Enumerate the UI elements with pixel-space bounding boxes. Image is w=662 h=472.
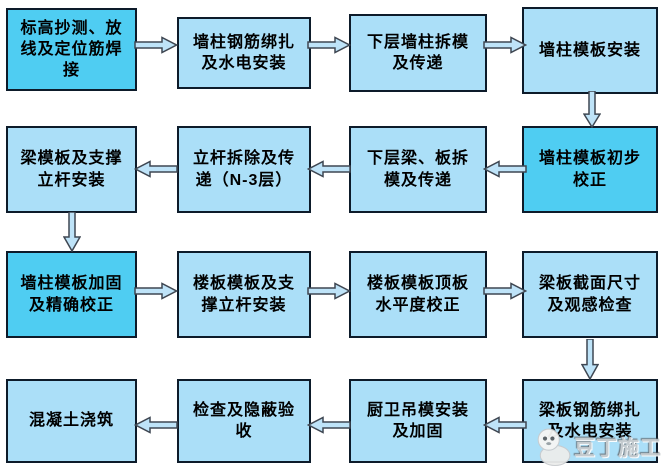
node-elevation-survey-layout: 标高抄测、放 线及定位筋焊 接 (6, 8, 137, 91)
node-prop-removal-transfer: 立杆拆除及传 递（N-3层） (177, 126, 311, 213)
node-slab-formwork-prop-install: 楼板模板及支 撑立杆安装 (177, 251, 311, 338)
arrow-right-icon (483, 282, 527, 300)
arrow-right-icon (134, 36, 178, 54)
node-kitchen-bath-hanging-formwork: 厨卫吊模安装 及加固 (349, 379, 487, 463)
arrow-right-icon (307, 282, 351, 300)
node-beam-slab-dimension-inspection: 梁板截面尺寸 及观感检查 (522, 251, 658, 338)
watermark-text: 豆丁施工 (574, 437, 662, 460)
node-wall-column-rebar-mep: 墙柱钢筋绑扎 及水电安装 (177, 17, 311, 89)
node-beam-formwork-prop-install: 梁模板及支撑 立杆安装 (6, 126, 137, 213)
arrow-left-icon (307, 416, 351, 434)
arrow-left-icon (483, 160, 527, 178)
arrow-down-icon (583, 91, 601, 128)
docin-mascot-icon (537, 428, 571, 466)
arrow-left-icon (134, 416, 178, 434)
node-wall-column-formwork-reinforce-align: 墙柱模板加固 及精确校正 (6, 251, 137, 338)
arrow-right-icon (307, 36, 351, 54)
node-lower-wall-column-formwork-removal: 下层墙柱拆模 及传递 (349, 14, 487, 92)
arrow-left-icon (134, 160, 178, 178)
arrow-left-icon (307, 160, 351, 178)
node-wall-column-formwork-initial-align: 墙柱模板初步 校正 (522, 126, 658, 213)
watermark: 豆丁施工 (536, 426, 662, 468)
node-lower-beam-slab-formwork-removal: 下层梁、板拆 模及传递 (349, 126, 487, 213)
node-concrete-pouring: 混凝土浇筑 (6, 379, 137, 463)
arrow-down-icon (581, 339, 599, 380)
arrow-down-icon (63, 212, 81, 252)
arrow-right-icon (134, 282, 178, 300)
arrow-right-icon (483, 36, 527, 54)
node-inspection-concealed-acceptance: 检查及隐蔽验 收 (177, 379, 311, 463)
node-wall-column-formwork-install: 墙柱模板安装 (522, 7, 658, 94)
node-slab-formwork-level-align: 楼板模板顶板 水平度校正 (349, 251, 487, 338)
arrow-left-icon (483, 416, 527, 434)
